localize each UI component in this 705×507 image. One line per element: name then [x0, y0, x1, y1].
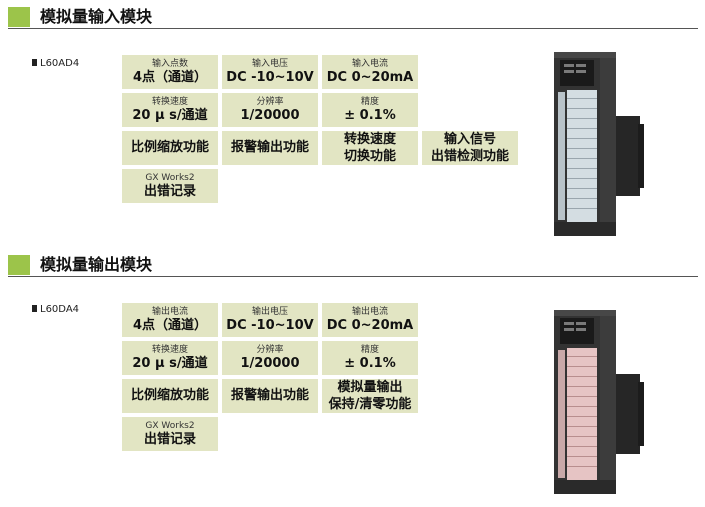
input-module-section: 模拟量输入模块 L60AD4 输入点数 4点（通道） 输入电压 DC -10~1… — [0, 6, 705, 246]
feature-cell-error-log: GX Works2 出错记录 — [122, 169, 218, 203]
feature-cell-alarm: 报警输出功能 — [222, 379, 318, 413]
model-label: L60AD4 — [32, 58, 79, 69]
feature-label: 比例缩放功能 — [130, 388, 209, 403]
spec-label: 分辨率 — [256, 345, 284, 355]
feature-cell-scaling: 比例缩放功能 — [122, 131, 218, 165]
bullet-square-icon — [32, 59, 37, 66]
spec-value: DC 0~20mA — [326, 318, 414, 333]
spec-label: 精度 — [360, 97, 379, 107]
section-marker-icon — [8, 7, 30, 27]
model-name: L60AD4 — [40, 58, 80, 69]
spec-cell-accuracy: 精度 ± 0.1% — [322, 341, 418, 375]
spec-cell-channels: 输入点数 4点（通道） — [122, 55, 218, 89]
section-marker-icon — [8, 255, 30, 275]
spec-label: 转换速度 — [151, 97, 188, 107]
spec-cell-channels: 输出电流 4点（通道） — [122, 303, 218, 337]
spec-value: 4点（通道） — [132, 318, 208, 333]
spec-cell-resolution: 分辨率 1/20000 — [222, 93, 318, 127]
spec-label: GX Works2 — [145, 421, 195, 431]
spec-label: GX Works2 — [145, 173, 195, 183]
spec-value: ± 0.1% — [344, 356, 396, 371]
feature-cell-scaling: 比例缩放功能 — [122, 379, 218, 413]
output-module-image — [554, 310, 644, 494]
spec-cell-current: 输出电流 DC 0~20mA — [322, 303, 418, 337]
feature-cell-error-log: GX Works2 出错记录 — [122, 417, 218, 451]
spec-label: 输出电流 — [351, 307, 388, 317]
feature-label: 比例缩放功能 — [130, 140, 209, 155]
section-divider — [8, 276, 698, 277]
feature-label-line2: 保持/清零功能 — [328, 397, 412, 412]
spec-cell-resolution: 分辨率 1/20000 — [222, 341, 318, 375]
feature-cell-alarm: 报警输出功能 — [222, 131, 318, 165]
spec-value: 出错记录 — [143, 432, 196, 447]
spec-value: DC 0~20mA — [326, 70, 414, 85]
feature-label-line1: 模拟量输出 — [337, 380, 403, 395]
feature-cell-speed-switch: 转换速度 切换功能 — [322, 131, 418, 165]
feature-label-line1: 输入信号 — [443, 132, 496, 147]
spec-value: ± 0.1% — [344, 108, 396, 123]
spec-cell-voltage: 输出电压 DC -10~10V — [222, 303, 318, 337]
spec-value: 20 μ s/通道 — [132, 356, 208, 371]
spec-value: DC -10~10V — [226, 70, 314, 85]
spec-value: DC -10~10V — [226, 318, 314, 333]
spec-label: 输出电流 — [151, 307, 188, 317]
spec-cell-speed: 转换速度 20 μ s/通道 — [122, 93, 218, 127]
feature-label-line2: 切换功能 — [343, 149, 396, 164]
spec-label: 分辨率 — [256, 97, 284, 107]
spec-cell-accuracy: 精度 ± 0.1% — [322, 93, 418, 127]
spec-value: 1/20000 — [240, 108, 300, 123]
section-title: 模拟量输入模块 — [40, 7, 153, 26]
spec-value: 1/20000 — [240, 356, 300, 371]
spec-label: 输入电压 — [251, 59, 288, 69]
spec-label: 精度 — [360, 345, 379, 355]
spec-label: 输入电流 — [351, 59, 388, 69]
section-header: 模拟量输入模块 — [8, 6, 698, 29]
bullet-square-icon — [32, 305, 37, 312]
spec-cell-speed: 转换速度 20 μ s/通道 — [122, 341, 218, 375]
feature-label-line1: 转换速度 — [343, 132, 396, 147]
spec-label: 输出电压 — [251, 307, 288, 317]
spec-value: 出错记录 — [143, 184, 196, 199]
spec-label: 输入点数 — [151, 59, 188, 69]
feature-label: 报警输出功能 — [230, 388, 309, 403]
model-label: L60DA4 — [32, 304, 79, 315]
input-module-image — [554, 52, 644, 236]
feature-label-line2: 出错检测功能 — [430, 149, 509, 164]
spec-cell-voltage: 输入电压 DC -10~10V — [222, 55, 318, 89]
output-module-section: 模拟量输出模块 L60DA4 输出电流 4点（通道） 输出电压 DC -10~1… — [0, 254, 705, 504]
section-divider — [8, 28, 698, 29]
feature-cell-signal-error: 输入信号 出错检测功能 — [422, 131, 518, 165]
spec-label: 转换速度 — [151, 345, 188, 355]
feature-cell-output-hold: 模拟量输出 保持/清零功能 — [322, 379, 418, 413]
model-name: L60DA4 — [40, 304, 80, 315]
spec-cell-current: 输入电流 DC 0~20mA — [322, 55, 418, 89]
section-title: 模拟量输出模块 — [40, 255, 153, 274]
section-header: 模拟量输出模块 — [8, 254, 698, 277]
spec-value: 20 μ s/通道 — [132, 108, 208, 123]
spec-value: 4点（通道） — [132, 70, 208, 85]
feature-label: 报警输出功能 — [230, 140, 309, 155]
